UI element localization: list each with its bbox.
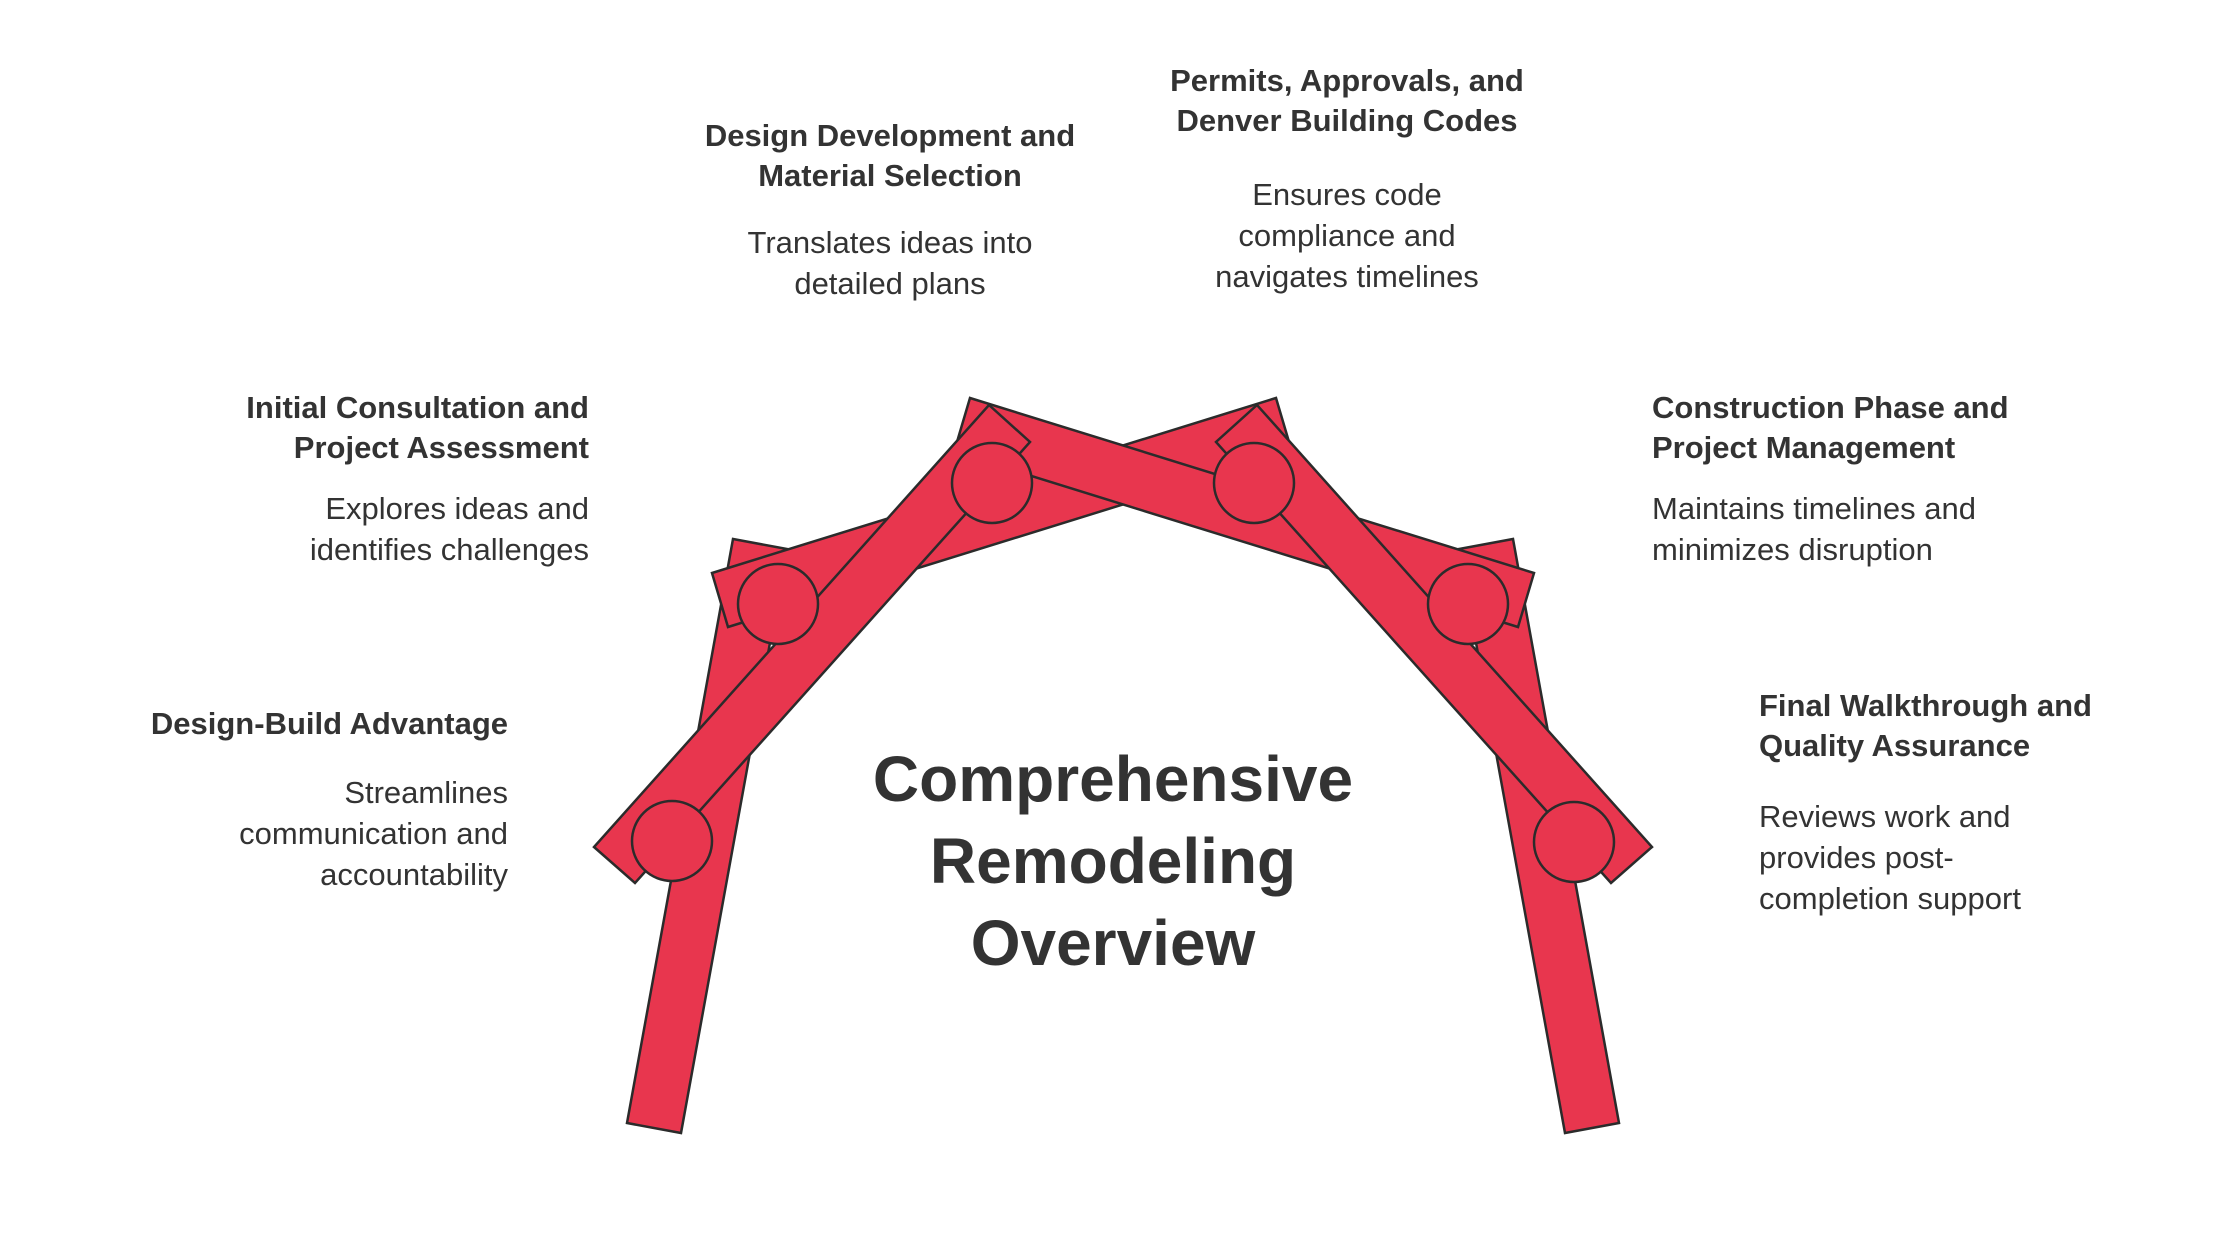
node-description: Reviews work and provides post-completio… — [1759, 799, 2021, 916]
node-final-walkthrough: Final Walkthrough and Quality Assurance … — [1759, 686, 2119, 919]
node-initial-consultation: Initial Consultation and Project Assessm… — [189, 388, 589, 570]
joint-design-build — [630, 799, 714, 883]
node-title: Initial Consultation and Project Assessm… — [246, 390, 589, 465]
node-title: Design Development and Material Selectio… — [704, 118, 1076, 193]
node-title: Construction Phase and Project Managemen… — [1652, 390, 2009, 465]
node-permits: Permits, Approvals, and Denver Building … — [1147, 61, 1547, 297]
joint-permits — [1212, 441, 1296, 525]
joint-construction — [1426, 562, 1510, 646]
joint-initial-consultation — [736, 562, 820, 646]
center-title-line-1: Comprehensive — [872, 743, 1354, 815]
center-title-line-2: Remodeling — [929, 825, 1297, 897]
node-description: Translates ideas into detailed plans — [747, 225, 1033, 301]
node-design-build: Design-Build Advantage Streamlines commu… — [88, 704, 508, 895]
bar-left-diagonal — [592, 403, 1032, 885]
node-description: Streamlines communication and accountabi… — [239, 775, 508, 892]
node-design-development: Design Development and Material Selectio… — [700, 116, 1080, 304]
center-title: Comprehensive Remodeling Overview — [813, 738, 1413, 984]
joint-design-development — [950, 441, 1034, 525]
node-description: Explores ideas and identifies challenges — [309, 491, 589, 567]
node-title: Permits, Approvals, and Denver Building … — [1170, 63, 1524, 138]
node-construction: Construction Phase and Project Managemen… — [1652, 388, 2052, 570]
node-title: Final Walkthrough and Quality Assurance — [1759, 688, 2092, 763]
bar-right-diagonal — [1214, 403, 1654, 885]
node-description: Maintains timelines and minimizes disrup… — [1652, 491, 1976, 567]
node-title: Design-Build Advantage — [150, 706, 508, 741]
center-title-line-3: Overview — [970, 907, 1256, 979]
joint-final-walkthrough — [1532, 800, 1616, 884]
node-description: Ensures code compliance and navigates ti… — [1215, 177, 1479, 294]
